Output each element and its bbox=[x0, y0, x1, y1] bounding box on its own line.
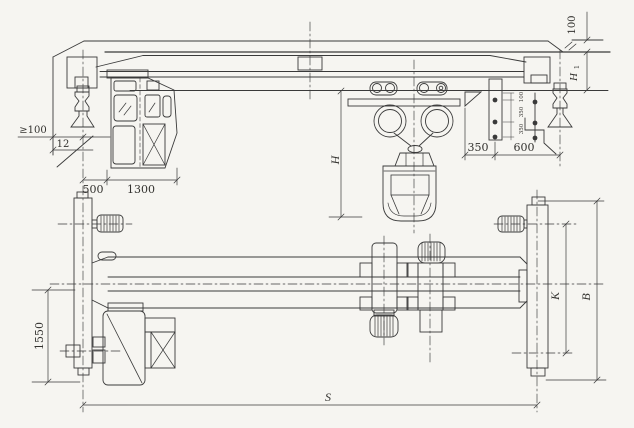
cab-window bbox=[162, 95, 172, 118]
cab-window bbox=[144, 94, 161, 118]
festoon-hanger bbox=[464, 78, 538, 143]
hoist-rope bbox=[418, 132, 434, 147]
cable-hanger-dots bbox=[492, 97, 538, 141]
trolley-wheel-icon bbox=[419, 83, 429, 93]
rope-sheave-icon bbox=[420, 104, 454, 138]
buffer bbox=[530, 367, 546, 377]
dim-hanger-mid: 350 bbox=[519, 106, 525, 117]
dim-cab-length: 1550 bbox=[33, 322, 46, 350]
buffer-pad bbox=[97, 251, 117, 261]
centerlines-elevation bbox=[82, 21, 561, 413]
dimension-lines bbox=[17, 11, 607, 409]
dim-hanger-top: 100 bbox=[519, 91, 525, 102]
right-end-truck bbox=[523, 56, 573, 155]
hook-swivel bbox=[407, 145, 423, 153]
trolley-crossbar bbox=[347, 98, 461, 107]
dim-cab-width: 1300 bbox=[127, 183, 155, 196]
festoon-channel bbox=[488, 78, 503, 141]
dim-headroom: H 1 bbox=[564, 65, 581, 82]
crane-wheel-icon bbox=[552, 88, 568, 109]
dim-hanger-bottom: 350 bbox=[519, 123, 525, 134]
cab-window bbox=[113, 80, 137, 92]
hoist-trolley bbox=[347, 81, 461, 153]
girder-connection-plate bbox=[518, 269, 528, 303]
cab-brace-panel bbox=[142, 123, 166, 166]
dim-wheelbase: K bbox=[548, 291, 562, 301]
centerlines-plan bbox=[49, 189, 606, 413]
dim-hook-travel: H bbox=[328, 154, 342, 165]
hook-block bbox=[382, 152, 437, 222]
cab-window bbox=[146, 80, 160, 91]
trolley-wheel-icon bbox=[372, 83, 382, 93]
runway-break-line bbox=[56, 135, 94, 168]
plan-cab bbox=[92, 302, 176, 386]
break-mark-icon bbox=[564, 41, 577, 51]
trolley-wheel-icon bbox=[385, 83, 395, 93]
buffer bbox=[77, 367, 90, 376]
dim-gap: 12 bbox=[57, 139, 70, 150]
plan-left-carriage bbox=[65, 191, 124, 376]
festoon-bracket bbox=[464, 91, 483, 107]
dim-span: S bbox=[325, 390, 331, 404]
hoist-motor-icon bbox=[369, 314, 399, 338]
left-end-truck bbox=[56, 56, 98, 168]
crane-wheel-icon bbox=[74, 91, 90, 112]
dim-festoon-to-rail: 600 bbox=[514, 141, 535, 154]
dim-cab-offset: 500 bbox=[83, 183, 104, 196]
dim-top-clearance: 100 bbox=[567, 15, 578, 34]
plan-trolley bbox=[359, 241, 456, 338]
cab-window bbox=[113, 94, 138, 122]
trolley-wheel-icon bbox=[436, 83, 446, 93]
runway-break-line bbox=[524, 117, 557, 155]
cab-elevation bbox=[106, 69, 178, 169]
rail-pedestal bbox=[547, 107, 573, 128]
rope-sheave-icon bbox=[373, 104, 407, 138]
cab-door bbox=[112, 125, 136, 165]
girder-elevation bbox=[95, 51, 611, 91]
buffer bbox=[76, 191, 89, 199]
dim-carriage-length: B bbox=[579, 293, 593, 301]
clearance-envelope bbox=[52, 39, 604, 156]
rail-pedestal bbox=[70, 110, 95, 128]
plan-girder bbox=[91, 256, 528, 309]
dim-festoon-spacing: 350 bbox=[468, 141, 489, 154]
dim-min-clearance: ≥100 bbox=[19, 125, 46, 136]
hoist-rope bbox=[393, 132, 412, 147]
travel-motor-icon bbox=[96, 214, 124, 233]
